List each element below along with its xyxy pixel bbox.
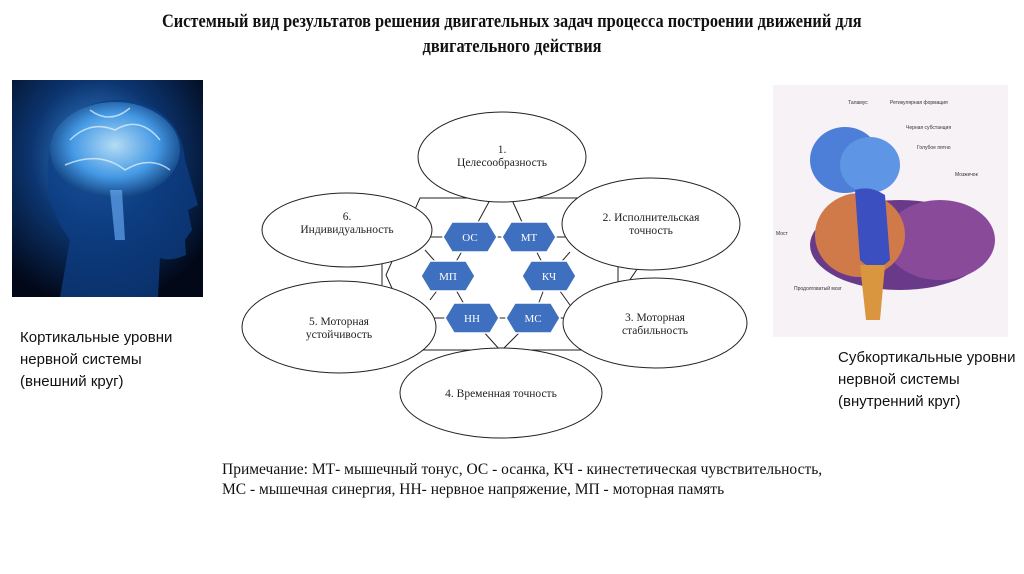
hexagon-kch-kinesthetic: КЧ [521,260,577,292]
hexagon-ms-muscle-synergy: МС [505,302,561,334]
hexagon-shape [420,260,476,292]
ellipse-1-label: Целесообразность [457,157,547,169]
abbreviations-note: Примечание: МТ- мышечный тонус, ОС - оса… [222,461,823,498]
ellipse-2-num: 2. Исполнительская [603,212,700,224]
cortical-levels-caption: Кортикальные уровни нервной системы (вне… [20,329,173,390]
ellipse-5-motor-resilience: 5. Моторная устойчивость [241,280,437,374]
ellipse-2-execution-accuracy: 2. Исполнительская точность [561,177,741,271]
subcortical-brainstem-image: Таламус Ретикулярная формация Черная суб… [773,85,1008,337]
hexagon-shape [442,221,498,253]
hexagon-label: МС [524,313,541,325]
inner-hexagons: ОС МТ МП КЧ НН МС [420,221,577,334]
ellipse-2-label: точность [629,225,673,237]
label-cerebellum: Мозжечок [955,172,979,178]
ellipse-6-individuality: 6. Индивидуальность [261,192,433,268]
ellipse-5-label: устойчивость [306,329,372,341]
hexagon-shape [521,260,577,292]
ellipse-6-label: Индивидуальность [300,224,393,236]
slide-title-line-2: двигательного действия [0,36,1024,58]
hexagon-mp-motor-memory: МП [420,260,476,292]
label-reticular-formation: Ретикулярная формация [890,100,948,106]
hexagon-os-posture: ОС [442,221,498,253]
ellipse-3-label: стабильность [622,325,688,337]
hexagon-nn-nervous-tension: НН [444,302,500,334]
label-substantia-nigra: Черная субстанция [906,125,951,131]
cortical-brain-image [12,80,203,297]
hexagon-label: МП [439,271,457,283]
hexagon-label: ОС [462,232,477,244]
hexagon-label: КЧ [542,271,556,283]
ellipse-5-num: 5. Моторная [309,316,370,328]
hexagon-label: НН [464,313,480,325]
ellipse-3-motor-stability: 3. Моторная стабильность [562,277,748,369]
slide-title-line-1: Системный вид результатов решения двигат… [0,11,1024,33]
label-medulla: Продолговатый мозг [794,285,842,292]
ellipse-4-num: 4. Временная точность [445,388,557,400]
ellipse-1-num: 1. [498,144,507,156]
ellipse-4-timing-accuracy: 4. Временная точность [399,347,603,439]
hexagon-shape [501,221,557,253]
ellipse-1-purposefulness: 1. Целесообразность [417,111,587,203]
hexagon-shape [505,302,561,334]
ellipse-6-num: 6. [343,211,352,223]
outer-ellipses: 1. Целесообразность 2. Исполнительская т… [241,111,748,439]
subcortical-levels-caption: Субкортикальные уровни нервной системы (… [838,349,1016,410]
hexagon-shape [444,302,500,334]
title-text-1: Системный вид результатов решения двигат… [162,11,862,32]
label-thalamus: Таламус [848,100,868,106]
hexagon-mt-muscle-tone: МТ [501,221,557,253]
ellipse-3-num: 3. Моторная [625,312,686,324]
title-text-2: двигательного действия [422,36,602,57]
label-locus-coeruleus: Голубое пятно [917,145,951,151]
label-pons: Мост [776,231,789,237]
hexagon-label: МТ [521,232,538,244]
